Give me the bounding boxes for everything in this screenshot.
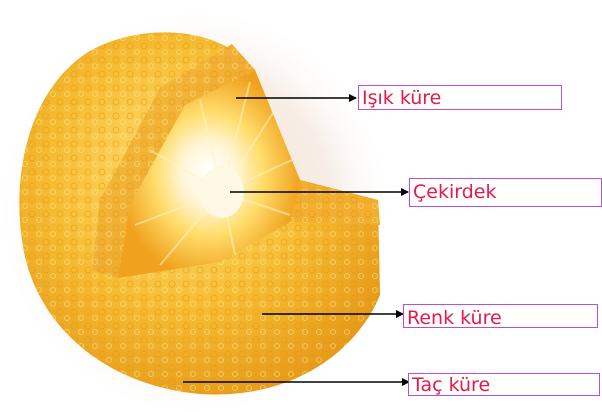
label-chromosphere: Renk küre — [403, 304, 598, 328]
label-core-text: Çekirdek — [413, 183, 496, 202]
label-corona: Taç küre — [408, 373, 600, 396]
label-photosphere-text: Işık küre — [362, 89, 441, 108]
label-corona-text: Taç küre — [412, 376, 490, 395]
label-core: Çekirdek — [409, 178, 602, 207]
label-chromosphere-text: Renk küre — [407, 309, 502, 328]
label-photosphere: Işık küre — [358, 85, 562, 110]
